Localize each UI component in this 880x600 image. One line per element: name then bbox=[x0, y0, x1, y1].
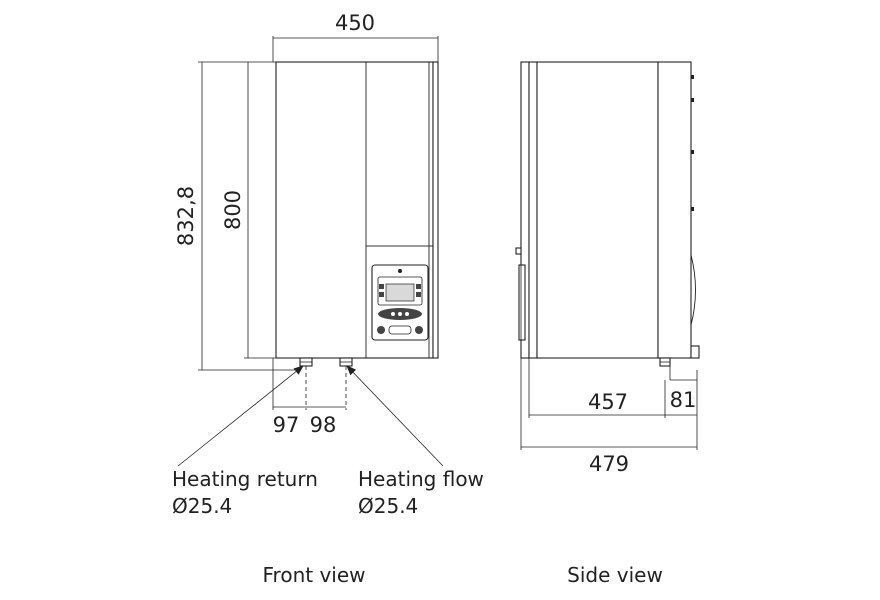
front-view: 450 832,8 800 bbox=[172, 11, 484, 587]
flow-leader-arrow bbox=[346, 365, 444, 467]
heating-flow-label: Heating flow bbox=[358, 467, 484, 491]
heating-flow-size: Ø25.4 bbox=[358, 494, 418, 518]
front-total-height-value: 832,8 bbox=[174, 186, 198, 246]
return-offset-value: 97 bbox=[273, 413, 300, 437]
side-pipe-offset-value: 81 bbox=[670, 388, 697, 412]
return-leader-arrow bbox=[177, 365, 304, 467]
side-total-depth-value: 479 bbox=[589, 452, 629, 476]
front-view-caption: Front view bbox=[263, 563, 366, 587]
front-width-value: 450 bbox=[335, 11, 375, 35]
side-view: 457 81 479 Side view bbox=[515, 61, 700, 587]
front-pipe-offset-dimension: 97 98 bbox=[272, 358, 347, 437]
side-body-depth-value: 457 bbox=[588, 390, 628, 414]
front-control-panel bbox=[371, 264, 429, 341]
heating-return-size: Ø25.4 bbox=[172, 494, 232, 518]
front-pipe-connectors bbox=[299, 357, 353, 367]
front-height-dimensions: 832,8 800 bbox=[174, 61, 300, 371]
front-body-height-value: 800 bbox=[221, 190, 245, 230]
front-width-dimension: 450 bbox=[272, 11, 439, 62]
side-pipe-connectors bbox=[659, 345, 700, 381]
side-unit-body bbox=[515, 61, 696, 359]
flow-offset-value: 98 bbox=[310, 413, 337, 437]
side-view-caption: Side view bbox=[567, 563, 663, 587]
side-depth-dimensions: 457 81 479 bbox=[520, 62, 698, 476]
heating-return-label: Heating return bbox=[172, 467, 318, 491]
